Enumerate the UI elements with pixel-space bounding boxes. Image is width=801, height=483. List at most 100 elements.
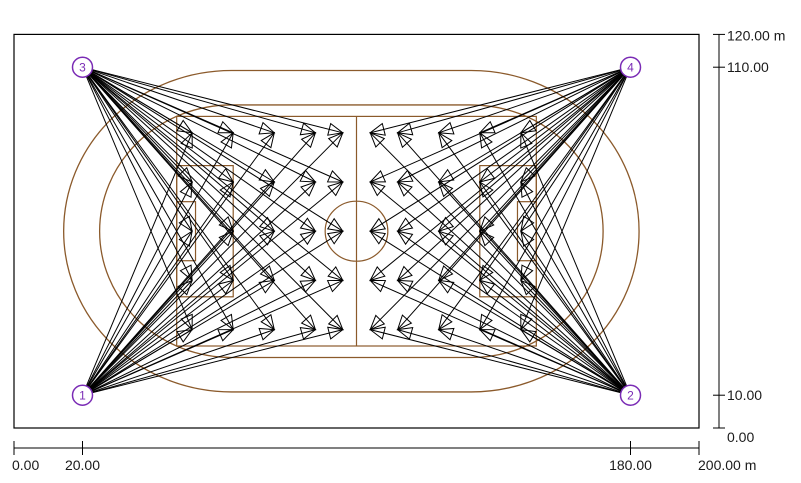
aim-arrowhead: [437, 216, 455, 233]
running-track: [63, 69, 640, 393]
aim-arrowhead: [478, 215, 495, 233]
aim-arrowhead: [259, 265, 276, 282]
aim-arrowhead: [180, 131, 193, 149]
aim-arrowhead: [369, 230, 387, 245]
aim-arrowhead: [217, 329, 235, 342]
aim-arrowhead: [259, 181, 276, 198]
aim-line: [82, 230, 275, 396]
aim-line: [397, 279, 631, 396]
aim-line: [397, 66, 631, 232]
aim-arrowhead: [437, 121, 455, 135]
aim-arrowhead: [437, 313, 453, 331]
aim-arrowhead: [369, 265, 386, 282]
aim-arrowhead: [260, 131, 276, 149]
aim-line: [82, 66, 275, 281]
aim-arrowhead: [369, 217, 387, 232]
aim-arrowhead: [396, 131, 413, 149]
aim-arrowhead: [396, 181, 413, 197]
aim-arrowhead: [437, 131, 453, 149]
aim-line: [82, 66, 275, 330]
light-pole-marker: [71, 384, 94, 406]
aim-line: [82, 329, 343, 396]
aim-arrowhead: [258, 168, 276, 183]
aim-arrowhead: [437, 168, 455, 183]
aim-arrowhead: [520, 313, 533, 331]
aim-line: [82, 66, 193, 281]
aim-line: [479, 66, 631, 134]
x-dimension-label: 20.00: [65, 457, 100, 473]
aim-arrowhead: [520, 166, 536, 183]
aim-arrowhead: [260, 313, 276, 331]
penalty-area-right: [479, 165, 537, 298]
aim-arrowhead: [369, 169, 387, 183]
aim-line: [397, 132, 631, 396]
aim-line: [520, 66, 631, 183]
aim-line: [82, 66, 275, 232]
aim-arrowhead: [478, 120, 496, 134]
track-inner-edge: [98, 104, 604, 359]
aim-line: [82, 181, 234, 396]
aim-line: [82, 280, 193, 396]
aim-arrowhead: [220, 313, 234, 331]
aim-line: [82, 279, 344, 396]
aim-arrowhead: [368, 122, 386, 136]
y-dimension-label: 0.00: [727, 429, 754, 445]
aim-line: [520, 181, 631, 396]
aim-arrowhead: [520, 215, 535, 233]
aim-arrowhead: [479, 313, 493, 331]
aim-arrowhead: [478, 230, 495, 247]
aim-arrowhead: [369, 181, 386, 197]
aim-arrowhead: [327, 181, 344, 197]
center-circle: [324, 200, 389, 262]
aim-arrowhead: [327, 122, 345, 136]
aim-arrowhead: [300, 181, 317, 197]
light-pole-label: 2: [627, 389, 634, 403]
light-pole-label: 3: [79, 61, 86, 75]
aim-arrowhead: [299, 279, 317, 293]
aim-arrowhead: [220, 131, 234, 149]
aim-line: [479, 181, 631, 396]
aim-arrowhead: [396, 122, 414, 136]
aim-line: [82, 66, 275, 134]
aim-arrowhead: [217, 279, 235, 295]
aim-line: [397, 66, 631, 281]
aim-line: [369, 66, 631, 281]
aim-arrowhead: [478, 167, 496, 183]
aim-line: [479, 66, 631, 281]
aim-arrowhead: [300, 131, 317, 149]
light-pole-label: 1: [79, 389, 86, 403]
aim-arrowhead: [326, 279, 344, 293]
aim-arrowhead: [396, 279, 414, 293]
aim-arrowhead: [178, 230, 193, 248]
aim-line: [520, 66, 631, 281]
aim-arrowhead: [299, 327, 317, 341]
aim-line: [479, 66, 631, 232]
aim-arrowhead: [258, 121, 276, 135]
aim-line: [369, 230, 631, 396]
aim-arrowhead: [258, 279, 276, 294]
aim-line: [82, 67, 193, 330]
aim-line: [520, 66, 631, 134]
aim-arrowhead: [520, 264, 534, 282]
aim-line: [82, 66, 316, 183]
aim-arrowhead: [327, 265, 344, 282]
aim-line: [369, 66, 631, 330]
aim-line: [479, 66, 631, 330]
aim-arrowhead: [396, 314, 413, 331]
aim-line: [397, 66, 631, 183]
aim-line: [369, 132, 631, 396]
aim-line: [82, 280, 234, 396]
site-boundary: [13, 33, 700, 429]
aim-line: [438, 132, 631, 396]
aim-line: [520, 132, 631, 396]
aim-line: [82, 132, 275, 396]
aim-arrowhead: [327, 131, 344, 148]
aim-line: [438, 329, 631, 396]
aim-line: [520, 66, 631, 232]
aim-arrowhead: [478, 329, 496, 342]
aim-line: [397, 66, 631, 134]
aim-line: [438, 66, 631, 134]
